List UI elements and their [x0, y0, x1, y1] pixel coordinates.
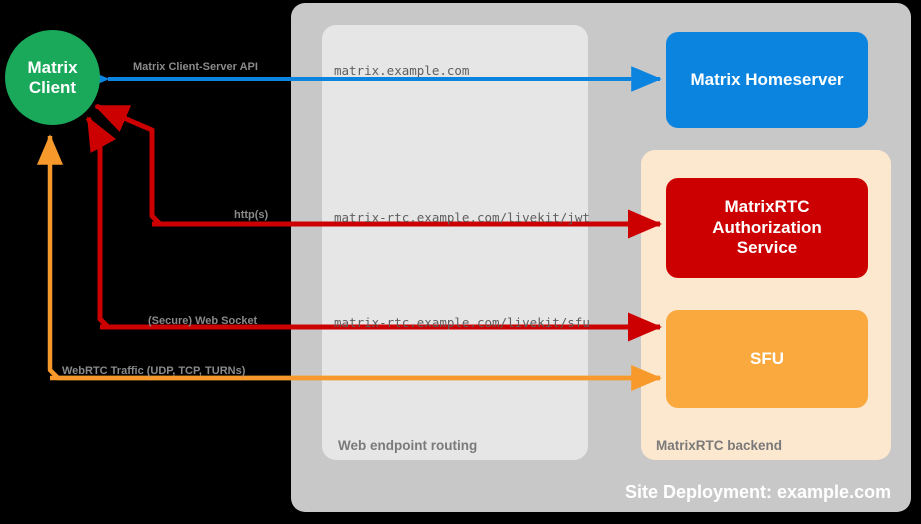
node-matrix-homeserver-label: Matrix Homeserver — [690, 69, 844, 89]
node-matrix-client[interactable]: Matrix Client — [5, 30, 100, 125]
protocol-label-client-server-api: Matrix Client-Server API — [133, 61, 258, 73]
url-label-livekit-jwt: matrix-rtc.example.com/livekit/jwt — [334, 210, 590, 225]
edge-webrtc — [36, 134, 662, 392]
node-sfu-label: SFU — [750, 348, 784, 368]
container-label-web-endpoint-routing: Web endpoint routing — [338, 438, 478, 453]
node-matrixrtc-authorization-service-label: MatrixRTC Authorization Service — [712, 197, 822, 258]
node-matrix-client-label-line2: Client — [28, 77, 77, 97]
node-matrixrtc-authorization-service[interactable]: MatrixRTC Authorization Service — [666, 178, 868, 278]
protocol-label-web-socket: (Secure) Web Socket — [148, 315, 258, 327]
edge-jwt — [94, 103, 662, 239]
container-label-matrixrtc-backend: MatrixRTC backend — [656, 438, 783, 453]
container-label-site-deployment: Site Deployment: example.com — [625, 482, 892, 502]
url-label-livekit-sfu: matrix-rtc.example.com/livekit/sfu — [334, 315, 590, 330]
url-label-matrix-homeserver: matrix.example.com — [334, 63, 470, 78]
node-matrix-client-label-line1: Matrix — [27, 57, 78, 77]
container-web-endpoint-routing — [322, 25, 588, 460]
protocol-label-https: http(s) — [234, 209, 269, 221]
node-matrix-homeserver[interactable]: Matrix Homeserver — [666, 32, 868, 128]
edge-websocket — [85, 116, 662, 342]
node-sfu[interactable]: SFU — [666, 310, 868, 408]
protocol-label-webrtc-traffic: WebRTC Traffic (UDP, TCP, TURNs) — [62, 365, 246, 377]
